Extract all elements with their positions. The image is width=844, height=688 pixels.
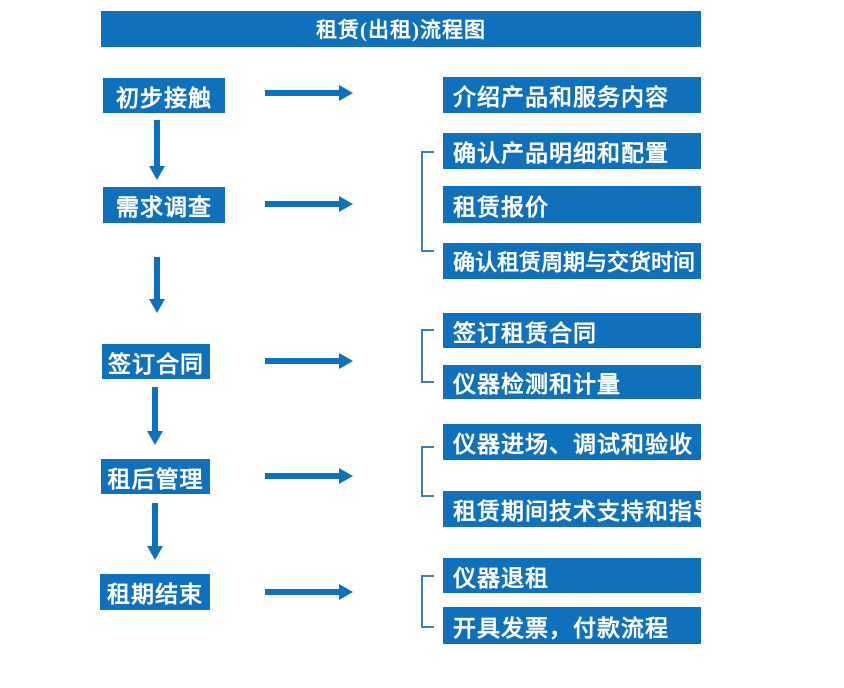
arrow-shaft bbox=[265, 589, 340, 595]
arrow-head bbox=[339, 196, 353, 212]
down-arrow-connector bbox=[149, 120, 165, 180]
right-arrow-connector bbox=[265, 584, 353, 600]
arrow-head bbox=[339, 85, 353, 101]
output-box: 开具发票，付款流程 bbox=[443, 607, 701, 644]
stage-box-contract-signing: 签订合同 bbox=[102, 344, 210, 379]
output-box: 确认产品明细和配置 bbox=[443, 133, 701, 169]
arrow-head bbox=[149, 299, 165, 313]
arrow-head bbox=[147, 546, 163, 560]
arrow-shaft bbox=[152, 503, 158, 547]
output-box: 租赁期间技术支持和指导 bbox=[443, 491, 716, 527]
arrow-head bbox=[147, 431, 163, 445]
arrow-shaft bbox=[265, 358, 340, 364]
group-bracket bbox=[421, 446, 434, 497]
group-bracket bbox=[421, 151, 434, 252]
output-box: 租赁报价 bbox=[443, 186, 701, 223]
arrow-shaft bbox=[152, 387, 158, 432]
stage-box-post-rental-management: 租后管理 bbox=[101, 459, 210, 494]
arrow-shaft bbox=[265, 473, 340, 479]
output-box: 仪器检测和计量 bbox=[443, 365, 701, 399]
output-box: 介绍产品和服务内容 bbox=[443, 77, 701, 113]
arrow-shaft bbox=[154, 120, 160, 167]
arrow-head bbox=[339, 353, 353, 369]
stage-box-initial-contact: 初步接触 bbox=[103, 78, 225, 113]
flowchart-title: 租赁(出租)流程图 bbox=[101, 11, 701, 47]
group-bracket bbox=[421, 575, 434, 628]
right-arrow-connector bbox=[265, 196, 353, 212]
right-arrow-connector bbox=[265, 85, 353, 101]
arrow-head bbox=[149, 166, 165, 180]
down-arrow-connector bbox=[147, 503, 163, 560]
output-box: 签订租赁合同 bbox=[443, 313, 701, 348]
down-arrow-connector bbox=[147, 387, 163, 445]
arrow-head bbox=[339, 468, 353, 484]
right-arrow-connector bbox=[265, 353, 353, 369]
right-arrow-connector bbox=[265, 468, 353, 484]
stage-box-requirement-survey: 需求调查 bbox=[103, 187, 225, 223]
stage-box-lease-end: 租期结束 bbox=[100, 574, 210, 610]
arrow-shaft bbox=[265, 90, 340, 96]
output-box: 仪器退租 bbox=[443, 558, 701, 593]
group-bracket bbox=[421, 329, 434, 383]
down-arrow-connector bbox=[149, 257, 165, 313]
output-box: 确认租赁周期与交货时间 bbox=[443, 243, 701, 279]
arrow-shaft bbox=[154, 257, 160, 300]
arrow-shaft bbox=[265, 201, 340, 207]
arrow-head bbox=[339, 584, 353, 600]
output-box: 仪器进场、调试和验收 bbox=[443, 424, 701, 460]
